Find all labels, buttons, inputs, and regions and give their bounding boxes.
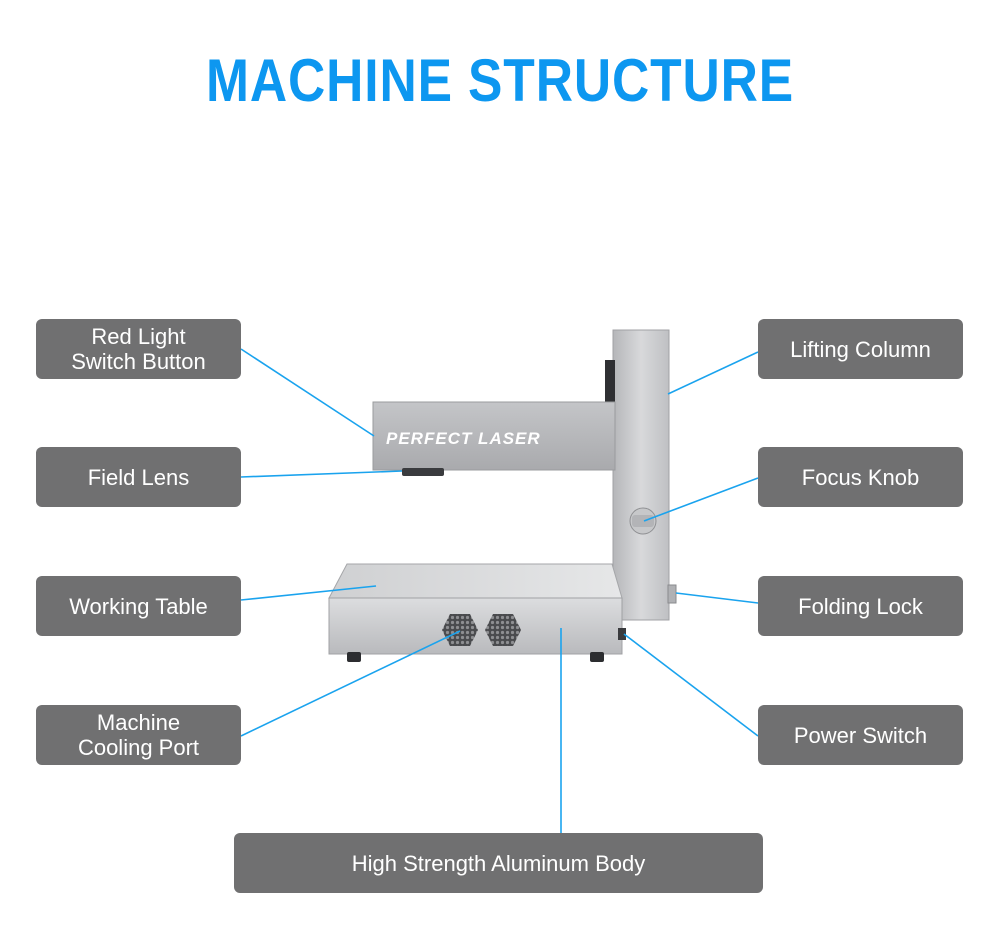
lifting-column-body	[612, 329, 670, 621]
label-cooling-port: Machine Cooling Port	[36, 705, 241, 765]
label-field-lens: Field Lens	[36, 447, 241, 507]
leader-working-table	[240, 585, 377, 601]
brand-logo: PERFECT LASER	[386, 429, 541, 448]
laser-machine: PERFECT LASER	[328, 329, 677, 662]
leader-folding-lock	[675, 592, 759, 604]
cooling-vent-right	[485, 614, 521, 646]
label-folding-lock: Folding Lock	[758, 576, 963, 636]
power-switch-part	[618, 628, 626, 640]
label-focus-knob: Focus Knob	[758, 447, 963, 507]
label-red-light-switch: Red Light Switch Button	[36, 319, 241, 379]
leader-red-light	[240, 348, 375, 437]
leader-field-lens	[240, 470, 403, 478]
laser-head-arm	[372, 401, 616, 471]
label-working-table: Working Table	[36, 576, 241, 636]
column-slot	[605, 360, 615, 405]
leader-cooling-port	[240, 630, 461, 737]
leader-focus-knob	[643, 477, 759, 522]
leader-lifting-column	[667, 351, 759, 395]
foot-right	[590, 652, 604, 662]
focus-knob-grip	[632, 515, 654, 527]
page-title: MACHINE STRUCTURE	[206, 47, 794, 114]
label-aluminum-body: High Strength Aluminum Body	[234, 833, 763, 893]
foot-left	[347, 652, 361, 662]
cooling-vent-left	[442, 614, 478, 646]
folding-lock-part	[667, 584, 677, 604]
leader-power-switch	[623, 633, 759, 737]
working-table-surface	[328, 563, 623, 599]
label-power-switch: Power Switch	[758, 705, 963, 765]
label-lifting-column: Lifting Column	[758, 319, 963, 379]
field-lens-part	[402, 468, 444, 476]
leader-lines	[240, 348, 759, 833]
